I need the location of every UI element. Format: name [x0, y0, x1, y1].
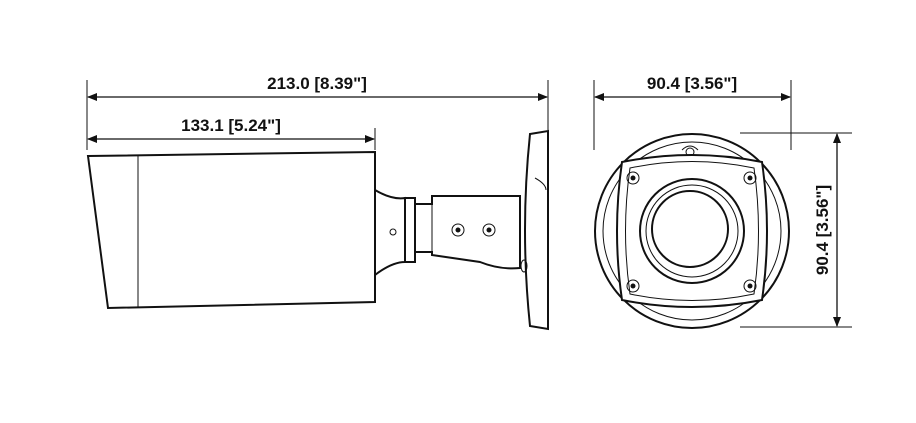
front-view: 90.4 [3.56"] 90.4 [3.56"] [593, 74, 852, 329]
lens-glass [651, 190, 729, 268]
bracket-screw-1 [451, 223, 465, 237]
neck-screw [389, 228, 397, 236]
side-view: 213.0 [8.39"] 133.1 [5.24"] [86, 74, 549, 331]
ball-joint [404, 197, 416, 263]
wall-mount-plate [524, 129, 549, 331]
overall-length-label: 213.0 [8.39"] [267, 74, 367, 93]
housing-length-label: 133.1 [5.24"] [181, 116, 281, 135]
front-housing-inner-ring [602, 141, 782, 321]
front-screw-top-right [743, 171, 757, 185]
bracket-screw-2 [482, 223, 496, 237]
camera-housing [86, 150, 376, 310]
front-height-label: 90.4 [3.56"] [813, 185, 832, 275]
front-width-label: 90.4 [3.56"] [647, 74, 737, 93]
mount-hole [520, 259, 528, 273]
front-screw-bottom-left [626, 279, 640, 293]
front-screw-bottom-right [743, 279, 757, 293]
bracket-arm [414, 195, 521, 270]
front-screw-top-left [626, 171, 640, 185]
